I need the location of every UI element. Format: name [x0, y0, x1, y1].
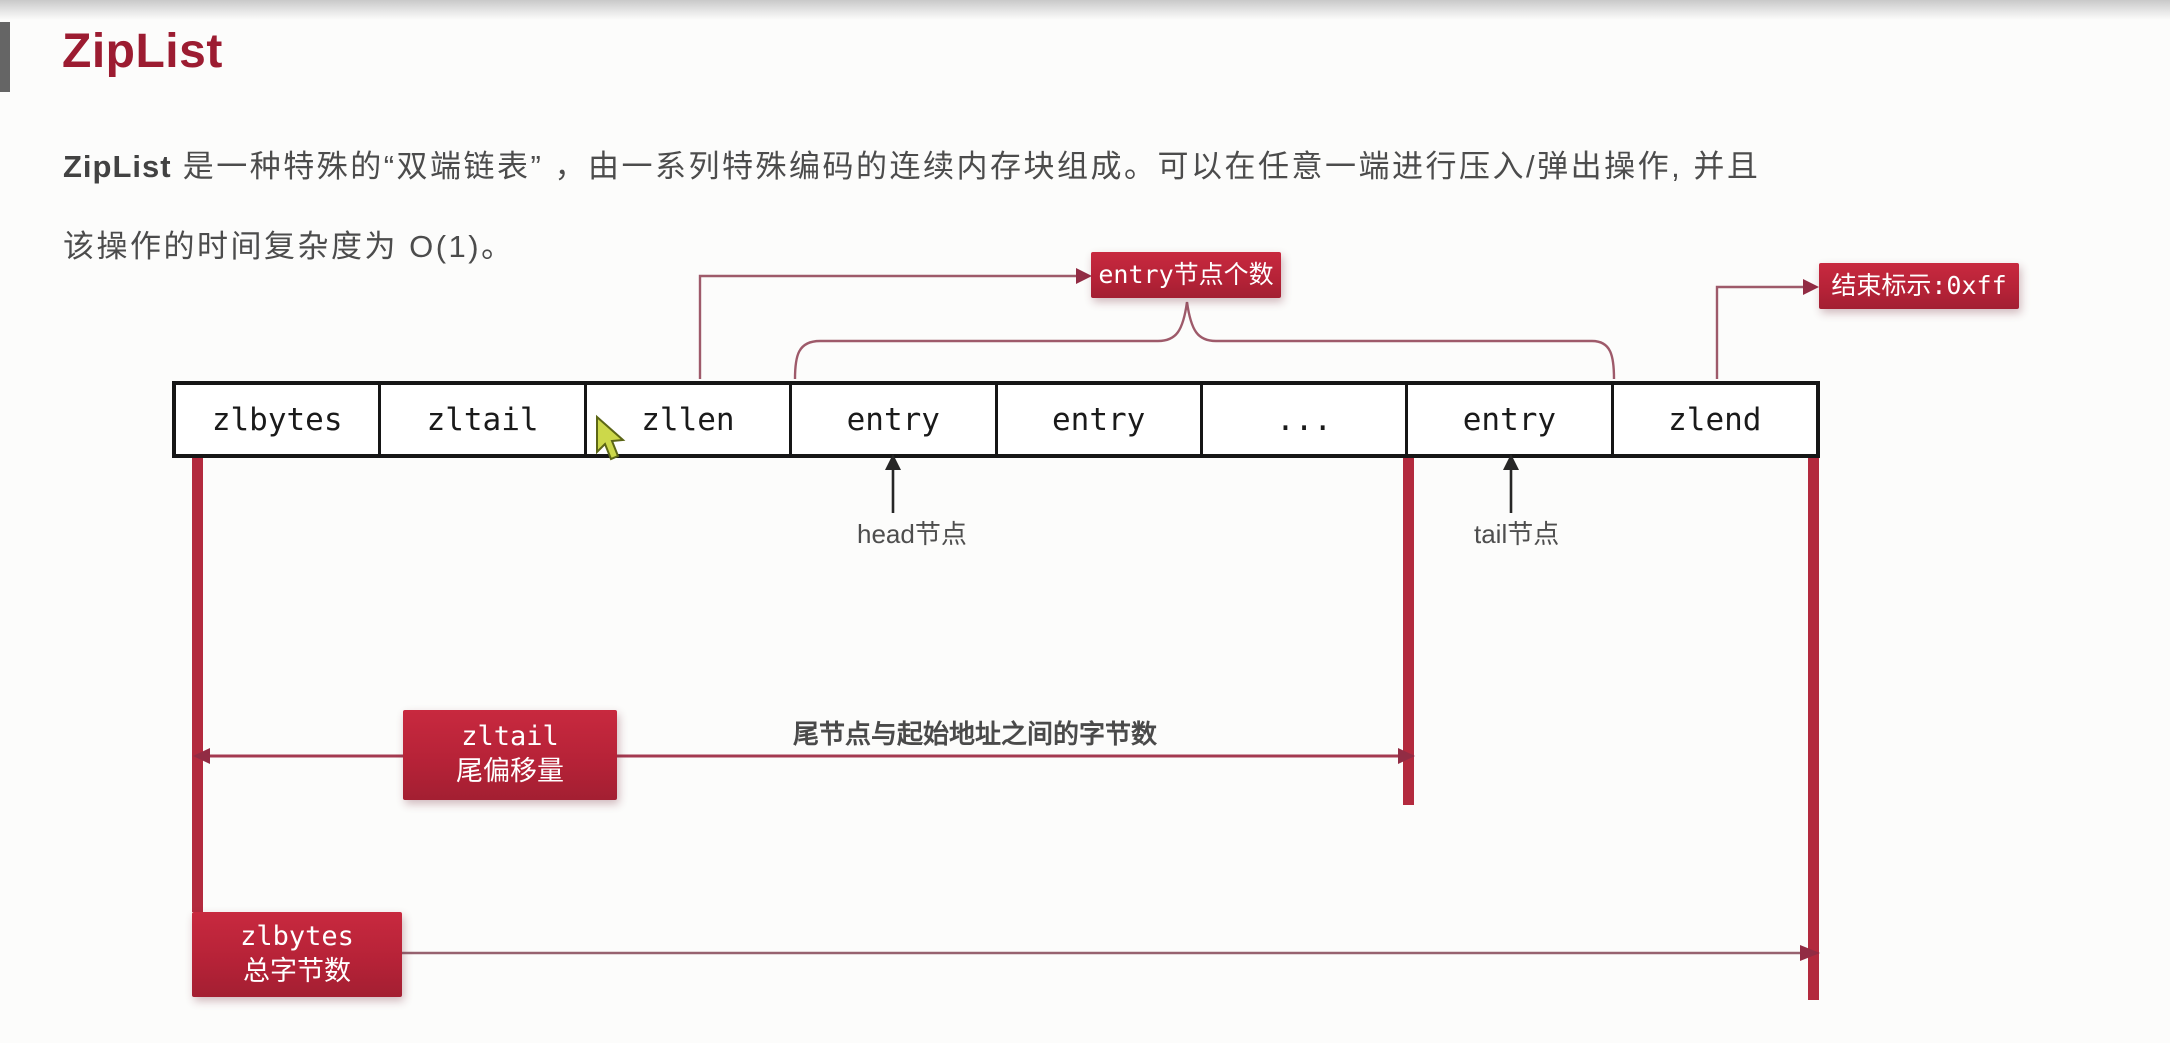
callout-zltail-desc: 尾偏移量 — [456, 756, 564, 787]
head-node-label: head节点 — [857, 519, 967, 549]
zllen-connector-arrowhead-icon — [1076, 268, 1092, 284]
cell-zlend: zlend — [1668, 401, 1762, 438]
callout-zlbytes: zlbytes 总字节数 — [192, 912, 402, 997]
intro-lead-bold: ZipList — [63, 149, 172, 184]
cell-entry-1: entry — [792, 385, 998, 454]
callout-zltail-code: zltail — [461, 721, 559, 753]
intro-line-1-text: 是一种特殊的“双端链表” ，由一系列特殊编码的连续内存块组成。可以在任意一端进行… — [171, 149, 1761, 184]
zltail-span-left-arrowhead-icon — [193, 748, 210, 764]
cell-ellipsis: ... — [1203, 385, 1409, 454]
intro-line-2: 该操作的时间复杂度为 O(1)。 — [63, 229, 515, 264]
callout-zltail: zltail 尾偏移量 — [403, 710, 617, 800]
zlend-connector-line — [1715, 285, 1804, 379]
callout-zlbytes-desc: 总字节数 — [243, 955, 351, 987]
start-address-bar — [192, 458, 203, 912]
zlend-connector-arrowhead-icon — [1803, 279, 1819, 295]
cell-zltail: zltail — [381, 385, 587, 454]
end-address-bar — [1808, 458, 1819, 1000]
callout-entry-count: entry节点个数 — [1091, 252, 1281, 298]
tail-offset-label: 尾节点与起始地址之间的字节数 — [792, 719, 1157, 749]
cell-zllen: zllen — [587, 385, 793, 454]
cell-entry-2: entry — [998, 385, 1203, 454]
intro-line-1: ZipList 是一种特殊的“双端链表” ，由一系列特殊编码的连续内存块组成。可… — [63, 141, 1760, 186]
cell-zlbytes: zlbytes — [176, 385, 382, 454]
cell-entry-n: entry — [1408, 385, 1614, 454]
ziplist-memory-table: zlbytes zltail zllen entry entry ... ent… — [172, 381, 1820, 458]
left-edge-notch — [0, 22, 10, 92]
zlbytes-span-arrowhead-icon — [1800, 945, 1820, 961]
tail-entry-bar — [1403, 458, 1414, 805]
entries-brace — [793, 301, 1616, 380]
callout-end-marker: 结束标示:0xff — [1819, 263, 2019, 309]
zllen-connector-line — [698, 274, 1078, 379]
page-title: ZipList — [62, 25, 223, 78]
top-edge-band — [0, 0, 2170, 20]
zltail-span-right-arrowhead-icon — [1398, 748, 1415, 764]
tail-node-label: tail节点 — [1474, 519, 1560, 549]
callout-zlbytes-code: zlbytes — [240, 920, 354, 952]
